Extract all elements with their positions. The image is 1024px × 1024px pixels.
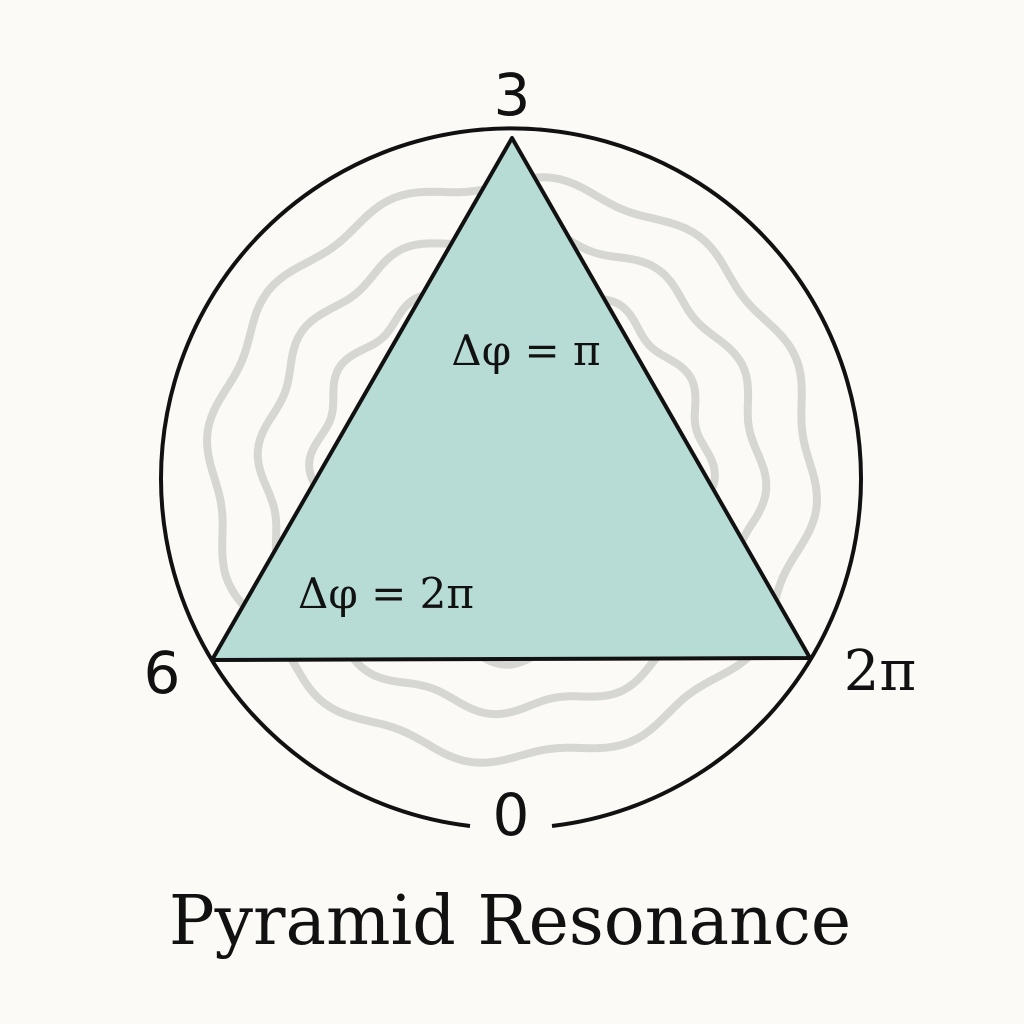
resonance-triangle	[210, 136, 812, 662]
vertex-label-left: 6	[144, 639, 181, 707]
annotation-upper: Δφ = π	[451, 326, 600, 375]
resonance-ring	[253, 221, 771, 719]
vertex-label-bottom: 0	[493, 781, 530, 849]
outer-circle	[159, 126, 863, 828]
vertex-label-top: 3	[494, 61, 531, 129]
vertex-label-right: 2π	[844, 639, 916, 704]
resonance-ring	[202, 173, 822, 767]
diagram-title: Pyramid Resonance	[169, 882, 851, 961]
annotation-lower: Δφ = 2π	[298, 569, 474, 618]
